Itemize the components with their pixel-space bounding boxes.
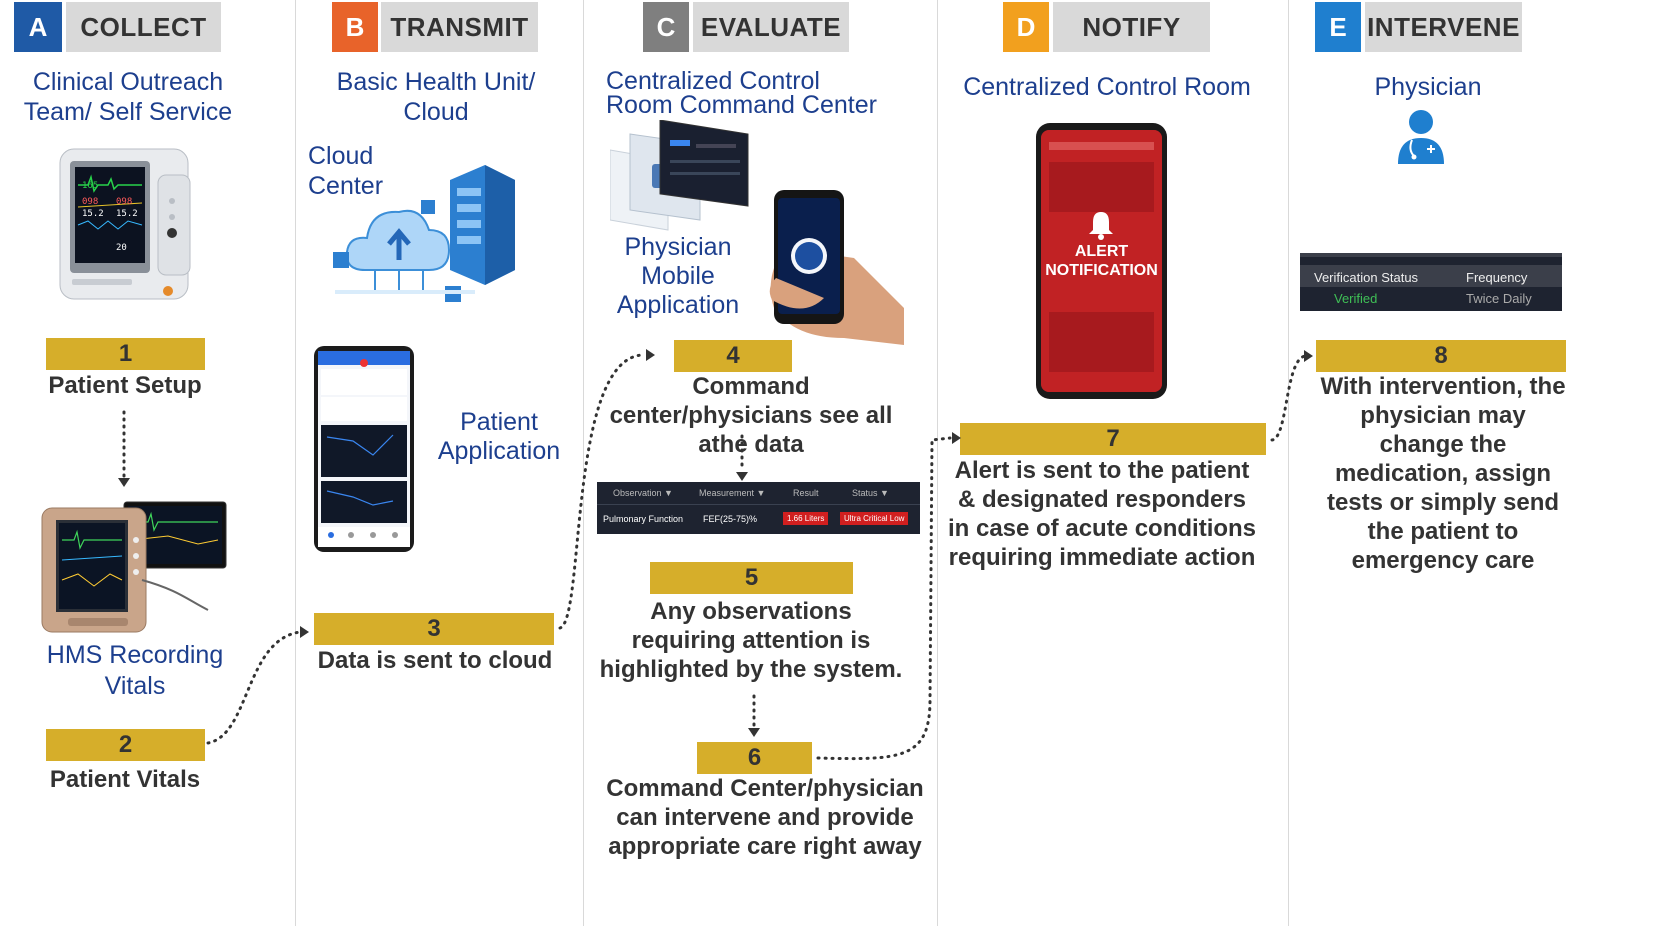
status-header: Status ▼ <box>852 488 889 498</box>
step-5-text: Any observations requiring attention is … <box>599 598 903 683</box>
dashboard-screens-image <box>609 119 750 232</box>
intervene-source-label: Physician <box>1374 73 1482 101</box>
column-d-title: NOTIFY <box>1053 2 1210 52</box>
column-e-letter: E <box>1315 2 1361 52</box>
cloud-server-image <box>325 160 520 320</box>
column-divider <box>937 0 938 926</box>
verification-table: Verification Status Frequency Verified T… <box>1300 253 1562 311</box>
patient-application-label: Patient Application <box>437 408 561 465</box>
frequency-value: Twice Daily <box>1466 291 1532 306</box>
physician-mobile-app-label: Physician Mobile Application <box>616 233 740 319</box>
monitor-reading: 15.2 <box>82 209 104 219</box>
evaluate-source-label: Centralized Control Room Command Center <box>606 67 877 119</box>
column-divider <box>1288 0 1289 926</box>
verification-status-value: Verified <box>1334 291 1378 306</box>
step-3-number: 3 <box>314 613 554 645</box>
collect-source-label: Clinical Outreach Team/ Self Service <box>23 68 233 126</box>
observation-cell: Pulmonary Function <box>603 514 684 524</box>
physician-phone-image <box>764 188 904 345</box>
frequency-header: Frequency <box>1466 270 1528 285</box>
measurement-cell: FEF(25-75)% <box>703 514 758 524</box>
vital-monitor-image: 165 098 15.2 15.2 098 20 <box>58 145 192 305</box>
observation-header: Observation ▼ <box>613 488 673 498</box>
step-7-number: 7 <box>960 423 1266 455</box>
step-6-text: Command Center/physician can intervene a… <box>606 775 924 860</box>
notify-source-label: Centralized Control Room <box>963 73 1251 101</box>
result-badge: 1.66 Liters <box>783 512 829 525</box>
step-7-text: Alert is sent to the patient & designate… <box>947 457 1257 571</box>
step-1-number: 1 <box>46 338 205 370</box>
verification-status-header: Verification Status <box>1314 270 1419 285</box>
column-b-letter: B <box>332 2 378 52</box>
step-2-text: Patient Vitals <box>49 766 201 793</box>
column-b-title: TRANSMIT <box>381 2 538 52</box>
column-d-letter: D <box>1003 2 1049 52</box>
monitor-reading: 15.2 <box>116 209 138 219</box>
step-5-number: 5 <box>650 562 853 594</box>
column-divider <box>583 0 584 926</box>
monitor-reading: 098 <box>82 197 99 207</box>
measurement-header: Measurement ▼ <box>699 488 766 498</box>
column-e-title: INTERVENE <box>1365 2 1522 52</box>
observation-table: Observation ▼ Measurement ▼ Result Statu… <box>597 482 920 534</box>
step-4-number: 4 <box>674 340 792 372</box>
step-4-text: Command center/physicians see all athe d… <box>609 373 893 458</box>
column-divider <box>295 0 296 926</box>
patient-app-phone-image <box>313 345 415 553</box>
step-3-text: Data is sent to cloud <box>317 647 553 674</box>
step-1-text: Patient Setup <box>48 372 202 399</box>
table-divider <box>597 504 920 505</box>
result-header: Result <box>793 488 819 498</box>
step-8-text: With intervention, the physician may cha… <box>1320 373 1566 574</box>
status-badge: Ultra Critical Low <box>840 512 909 525</box>
step-6-number: 6 <box>697 742 812 774</box>
step-2-number: 2 <box>46 729 205 761</box>
transmit-source-label: Basic Health Unit/ Cloud <box>336 68 536 126</box>
alert-phone-image: ALERT NOTIFICATION <box>1035 122 1168 400</box>
column-c-title: EVALUATE <box>693 2 849 52</box>
hms-recording-device-image <box>38 500 228 635</box>
physician-icon <box>1394 108 1448 164</box>
column-a-letter: A <box>14 2 62 52</box>
column-c-letter: C <box>643 2 689 52</box>
cloud-center-label: Cloud Center <box>308 142 384 200</box>
alert-notification-text: ALERT NOTIFICATION <box>1045 243 1158 279</box>
monitor-reading: 098 <box>116 197 133 207</box>
monitor-reading: 20 <box>116 243 127 253</box>
step-8-number: 8 <box>1316 340 1566 372</box>
verification-header-bg <box>1300 265 1562 287</box>
hms-recording-label: HMS Recording Vitals <box>46 641 224 700</box>
monitor-reading: 165 <box>82 181 99 191</box>
column-a-title: COLLECT <box>66 2 221 52</box>
